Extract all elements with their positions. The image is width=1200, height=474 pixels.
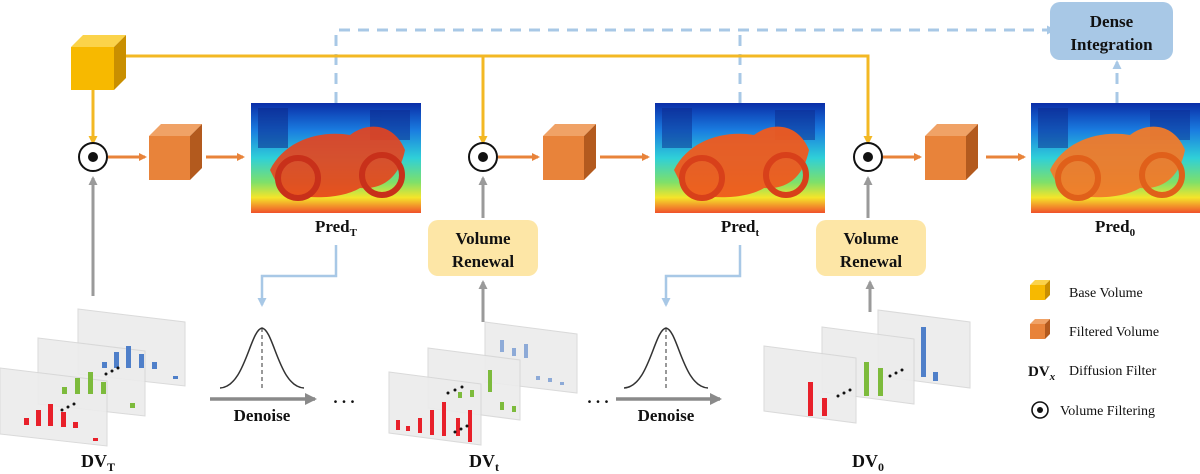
dv-T-stack [0,308,186,447]
denoise-step-2: Denoise [616,393,722,425]
gaussian-curve-2 [623,327,709,390]
dense-integration-line-1: Dense [1090,12,1134,31]
pred-T-image [251,103,421,213]
stage-0 [853,124,1026,180]
volume-renewal-2-line-2: Renewal [840,252,903,271]
gray-flow [88,176,875,322]
dv-0-stack [763,309,971,424]
denoise-label-2: Denoise [638,406,695,425]
legend-dv-symbol: DVx [1028,364,1056,383]
dense-integration-box: Dense Integration [1050,2,1173,60]
base-volume-cube [71,35,126,90]
legend-volume-filtering: Volume Filtering [1060,404,1155,419]
legend-base-volume: Base Volume [1069,286,1143,301]
ellipsis-1: . . . [333,388,354,407]
legend-filtered-volume: Filtered Volume [1069,325,1159,340]
legend-diffusion-filter: Diffusion Filter [1069,364,1157,379]
pred-0-image [1031,103,1200,213]
gaussian-curve-1 [219,327,305,390]
base-volume-flow [88,54,873,145]
ellipsis-2: . . . [587,388,608,407]
dense-integration-line-2: Integration [1070,35,1153,54]
volume-renewal-2-line-1: Volume [843,229,899,248]
dv-t-label: DVt [469,451,499,474]
pred-to-noise-flow [257,245,742,307]
filtered-volume-cube-0 [925,124,978,180]
denoise-label-1: Denoise [234,406,291,425]
dense-integration-feedback [334,25,1122,103]
legend: Base Volume Filtered Volume DVx Diffusio… [1028,280,1159,419]
pred-t-image [655,103,825,213]
volume-renewal-1-line-1: Volume [455,229,511,248]
volume-renewal-box-1: Volume Renewal [428,220,538,276]
dv-t-stack [388,321,578,446]
pred-T-label: PredT [315,217,358,239]
filtered-volume-cube-T [149,124,202,180]
legend-filtered-volume-cube [1030,319,1050,339]
volume-renewal-1-line-2: Renewal [452,252,515,271]
legend-base-volume-cube [1030,280,1050,300]
dv-T-label: DVT [81,451,115,474]
filtered-volume-cube-t [543,124,596,180]
pred-t-label: Predt [721,217,760,239]
volume-renewal-box-2: Volume Renewal [816,220,926,276]
dv-0-label: DV0 [852,451,884,474]
stage-T [78,124,245,180]
legend-volume-filtering-icon [1031,401,1049,419]
pred-0-label: Pred0 [1095,217,1136,239]
stage-t [468,124,650,180]
denoise-step-1: Denoise [210,393,317,425]
